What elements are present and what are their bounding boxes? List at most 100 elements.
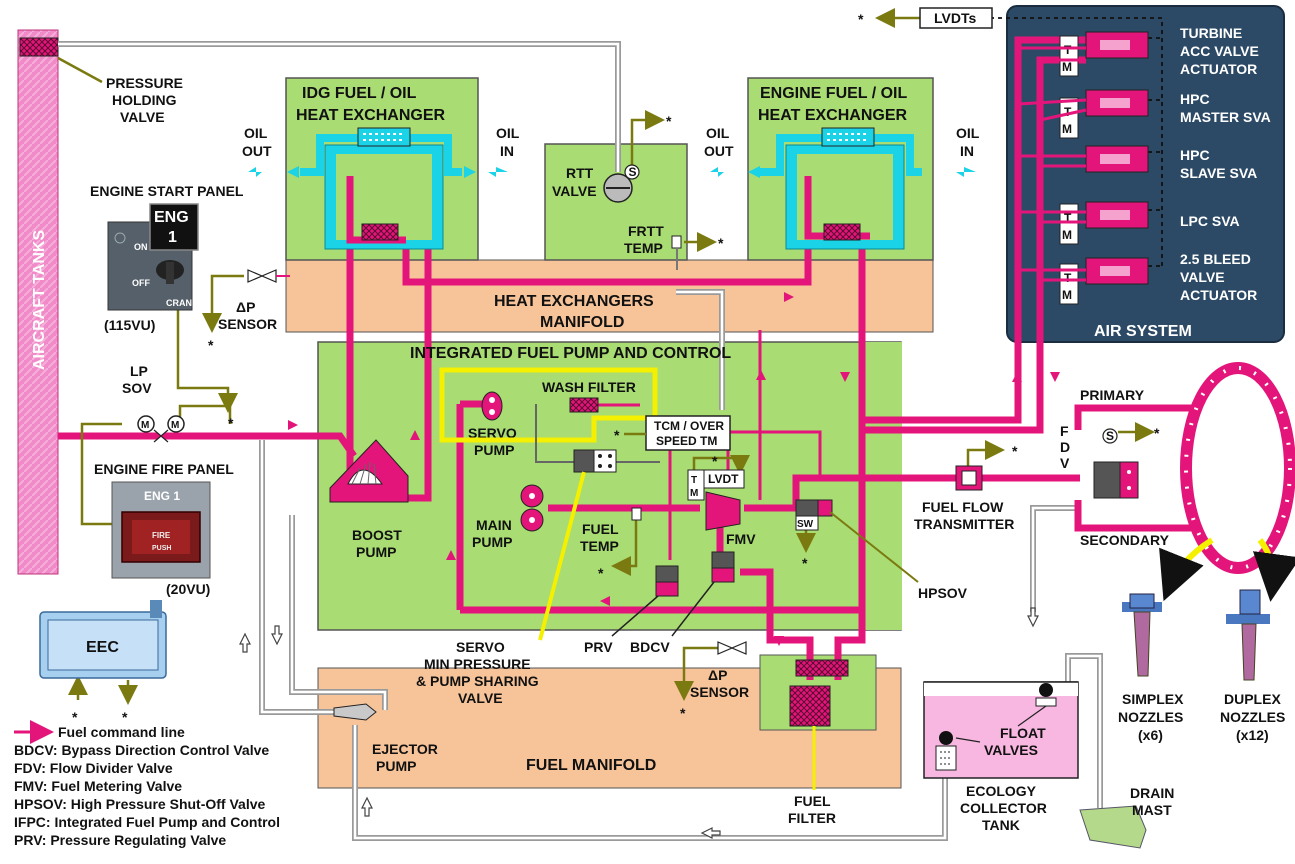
lvdts-label: LVDTs: [934, 10, 976, 26]
fmv-tm-label: T: [691, 475, 697, 486]
idg-oil-out-arrow: [248, 167, 262, 177]
servo-valve-label-4: VALVE: [458, 690, 503, 706]
ecology-label-2: COLLECTOR: [960, 800, 1047, 816]
ecology-label-3: TANK: [982, 817, 1020, 833]
air-actuator-tm-labels: TM TM TM TM: [1062, 43, 1072, 302]
fdv-drain-line: [1030, 505, 1080, 612]
fuel-flow-label-2: TRANSMITTER: [914, 516, 1014, 532]
bdcv-line: [740, 568, 814, 680]
idg-oil-in-1: OIL: [496, 125, 520, 141]
engine-fire-panel-title: ENGINE FIRE PANEL: [94, 461, 234, 477]
engine-start-panel-title: ENGINE START PANEL: [90, 183, 244, 199]
eng-button-label-2: 1: [168, 229, 177, 246]
simplex-arrow: [1159, 537, 1214, 602]
servo-min-pressure-valve: [573, 449, 617, 473]
boost-pump: [329, 439, 409, 503]
lp-sov-signal: [178, 404, 232, 424]
aircraft-tanks: [17, 29, 59, 575]
drain-mast-label-1: DRAIN: [1130, 785, 1174, 801]
fuel-filter-label-2: FILTER: [788, 810, 836, 826]
svg-text:T: T: [1064, 271, 1072, 285]
command-line-4: [722, 430, 822, 480]
engine-fire-panel: [111, 481, 211, 579]
main-pump-label-2: PUMP: [472, 534, 512, 550]
fuel-flow-arrows: [288, 292, 1060, 646]
asterisk-lvdts: *: [858, 11, 864, 27]
start-panel-signal: [176, 310, 238, 413]
air-actuators: [1059, 31, 1149, 305]
engine-hx-title-2: HEAT EXCHANGER: [758, 107, 907, 124]
dp-sensor-bottom-label-1: ΔP: [708, 667, 727, 683]
boost-pump-label-2: PUMP: [356, 544, 396, 560]
sw-label: SW: [797, 519, 814, 530]
svg-text:M: M: [1062, 60, 1072, 74]
asterisk-frtt: *: [718, 235, 724, 251]
legend-item: IFPC: Integrated Fuel Pump and Control: [14, 814, 280, 830]
rtt-s-label: S: [629, 165, 637, 179]
simplex-label-2: NOZZLES: [1118, 709, 1183, 725]
dp-sensor-bottom-label-2: SENSOR: [690, 684, 749, 700]
fuel-temp-label-2: TEMP: [580, 538, 619, 554]
asterisk-fdv: *: [1154, 425, 1160, 441]
eng-oil-out-1: OIL: [706, 125, 730, 141]
fuel-flow-signal: [966, 440, 1005, 466]
bleed-label-1: 2.5 BLEED: [1180, 251, 1251, 267]
rtt-valve: S: [603, 164, 640, 203]
servo-pump-label-2: PUMP: [474, 442, 514, 458]
fuel-nozzle-ring: [1180, 362, 1295, 574]
push-text: PUSH: [152, 545, 171, 552]
svg-text:M: M: [1062, 122, 1072, 136]
lvdts-box: [919, 7, 993, 29]
fuel-temp-signal: [611, 518, 638, 576]
fmv-tm-label-m: M: [690, 488, 698, 499]
float-valves-label-2: VALVES: [984, 742, 1038, 758]
svg-text:M: M: [1062, 228, 1072, 242]
idg-oil-out-1: OIL: [244, 125, 268, 141]
eng-oil-in-1: OIL: [956, 125, 980, 141]
lp-sov-label-1: LP: [130, 363, 148, 379]
lvdt-signal: [692, 455, 750, 475]
lvdts-dashed: [990, 17, 1163, 266]
engine-heat-exchanger: [748, 127, 922, 250]
aircraft-tanks-label: AIRCRAFT TANKS: [31, 230, 48, 370]
servo-highlight: [439, 367, 658, 443]
hx-manifold-label-1: HEAT EXCHANGERS: [494, 293, 654, 310]
panel-20vu-label: (20VU): [166, 581, 210, 597]
fuel-temp-sensor: [631, 507, 642, 521]
eng-oil-out-2: OUT: [704, 143, 734, 159]
hpsov-label: HPSOV: [918, 585, 968, 601]
fmv-lvdt-label: LVDT: [708, 472, 739, 486]
servo-pump: [481, 391, 503, 421]
lp-sov-valve[interactable]: M M: [137, 415, 185, 443]
legend-item: PRV: Pressure Regulating Valve: [14, 832, 226, 848]
asterisk-sw: *: [802, 555, 808, 571]
engine-hx-title-1: ENGINE FUEL / OIL: [760, 85, 908, 102]
fmv-to-hpsov: [744, 474, 1080, 512]
tcm-label-2: SPEED TM: [656, 434, 717, 448]
fdv-label-f: F: [1060, 423, 1069, 439]
phv-leader: [57, 56, 103, 84]
rtt-signal: [630, 110, 665, 168]
air-system-feed: [862, 36, 1096, 424]
switch-on-label: ON: [134, 242, 148, 252]
asterisk-lvdt: *: [712, 453, 718, 469]
legend-item: HPSOV: High Pressure Shut-Off Valve: [14, 796, 266, 812]
bdcv-valve: [711, 551, 735, 583]
eng-button-label-1: ENG: [154, 209, 189, 226]
simplex-nozzle: [1122, 593, 1162, 677]
float-valves-label-1: FLOAT: [1000, 725, 1046, 741]
svg-text:T: T: [1064, 211, 1072, 225]
secondary-line: [1074, 500, 1192, 532]
rtt-label-1: RTT: [566, 165, 594, 181]
idg-oil-in-2: IN: [500, 143, 514, 159]
simplex-label-1: SIMPLEX: [1122, 691, 1184, 707]
fuel-manifold-label: FUEL MANIFOLD: [526, 757, 656, 774]
asterisk-dp-top: *: [208, 337, 214, 353]
asterisk-tcm: *: [614, 427, 620, 443]
svg-text:T: T: [1064, 43, 1072, 57]
eng-oil-in-2: IN: [960, 143, 974, 159]
dp-sensor-bottom: [717, 641, 747, 655]
duplex-arrow: [1252, 538, 1295, 602]
svg-text:T: T: [1064, 105, 1072, 119]
svg-text:S: S: [1106, 429, 1114, 443]
